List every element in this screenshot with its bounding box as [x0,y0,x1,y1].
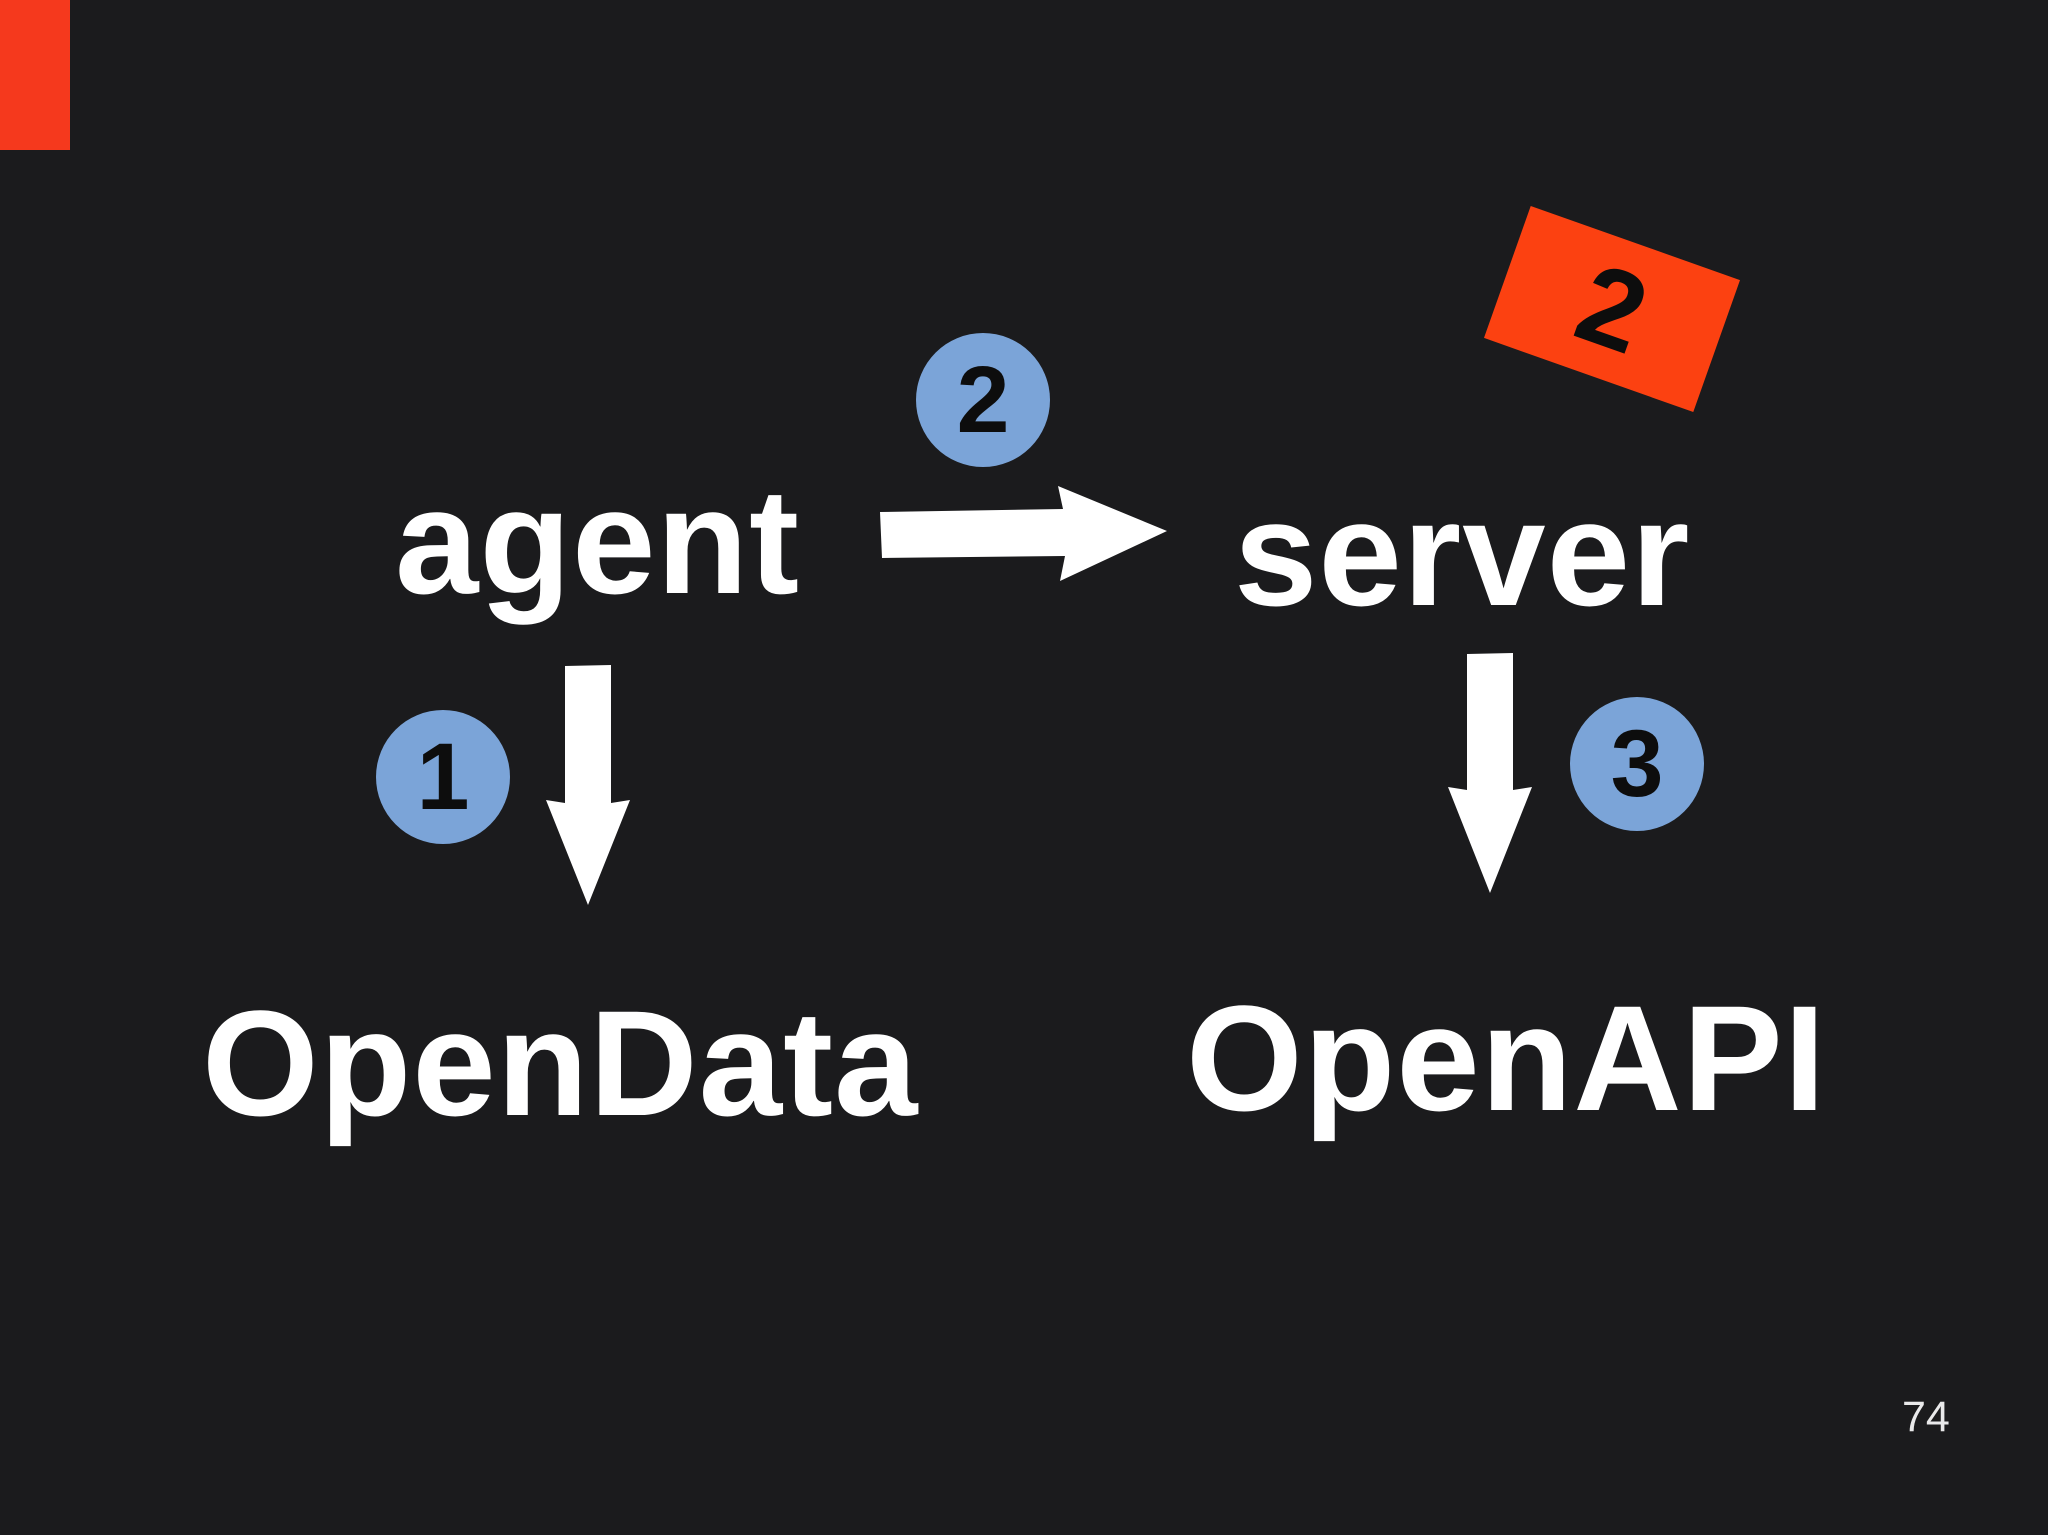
step-badge-2: 2 [916,333,1050,467]
agent-label: agent [395,457,801,625]
step-badge-3: 3 [1570,697,1704,831]
right-arrow-icon [880,486,1167,581]
step-badge-1-number: 1 [416,723,470,830]
page-number: 74 [1902,1393,1950,1441]
step-badge-2-number: 2 [956,346,1010,453]
openapi-label: OpenAPI [1186,974,1827,1142]
orange-flag: 2 [1484,205,1740,413]
left-edge-red-mark [0,0,70,150]
down-arrow-server-icon [1448,653,1532,893]
opendata-label: OpenData [202,979,919,1147]
step-badge-1: 1 [376,710,510,844]
orange-flag-number: 2 [1561,239,1663,378]
step-badge-3-number: 3 [1610,710,1664,817]
down-arrow-agent-icon [546,665,630,905]
server-label: server [1234,469,1691,637]
